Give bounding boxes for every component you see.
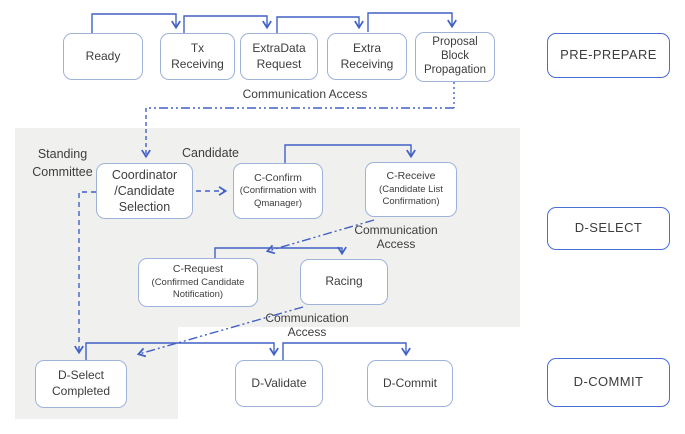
label-candidate: Candidate xyxy=(182,146,239,160)
node-racing-label: Racing xyxy=(325,274,363,289)
node-ready: Ready xyxy=(63,33,143,80)
arrow-ready-to-tx xyxy=(91,13,181,33)
node-c-receive-title: C-Receive xyxy=(386,170,436,183)
phase-pre-prepare-label: PRE-PREPARE xyxy=(560,47,657,63)
node-racing: Racing xyxy=(300,259,388,305)
node-tx-receiving-label: Tx Receiving xyxy=(171,40,224,71)
node-c-request-title: C-Request xyxy=(172,263,224,276)
phase-pre-prepare: PRE-PREPARE xyxy=(547,33,670,78)
node-proposal-block-label: Proposal Block Propagation xyxy=(423,36,487,76)
arrow-tx-to-extradata xyxy=(183,15,272,33)
node-c-confirm-title: C-Confirm xyxy=(254,171,302,184)
node-c-request: C-Request (Confirmed Candidate Notificat… xyxy=(138,258,258,307)
node-c-request-sub: (Confirmed Candidate Notification) xyxy=(151,276,245,301)
node-coordinator-candidate-selection: Coordinator /Candidate Selection xyxy=(96,163,193,219)
node-extra-receiving: Extra Receiving xyxy=(327,33,407,80)
node-tx-receiving: Tx Receiving xyxy=(160,33,235,80)
node-c-receive-sub: (Candidate List Confirmation) xyxy=(379,183,443,208)
node-coordinator-label: Coordinator /Candidate Selection xyxy=(111,167,178,215)
label-communication-access-top: Communication Access xyxy=(242,87,368,101)
phase-d-select-label: D-SELECT xyxy=(574,220,643,236)
node-ready-label: Ready xyxy=(85,48,121,63)
node-extradata-request: ExtraData Request xyxy=(240,33,318,80)
node-extradata-request-label: ExtraData Request xyxy=(252,40,306,71)
node-c-receive: C-Receive (Candidate List Confirmation) xyxy=(365,162,457,217)
node-proposal-block-propagation: Proposal Block Propagation xyxy=(415,32,495,82)
node-d-validate-label: D-Validate xyxy=(251,375,307,390)
label-communication-access-mid: Communication Access xyxy=(354,223,438,251)
phase-d-select: D-SELECT xyxy=(547,207,670,250)
arrow-dvalidate-to-dcommit xyxy=(282,342,411,360)
node-c-confirm: C-Confirm (Confirmation with Qmanager) xyxy=(233,163,323,219)
d-select-stage-panel xyxy=(15,128,520,327)
node-d-commit: D-Commit xyxy=(367,360,453,407)
arrow-extra-to-proposal xyxy=(367,12,457,32)
phase-d-commit-label: D-COMMIT xyxy=(573,374,644,390)
node-d-select-completed: D-Select Completed xyxy=(35,360,127,408)
node-extra-receiving-label: Extra Receiving xyxy=(340,40,394,71)
label-standing-committee: Standing Committee xyxy=(32,147,93,179)
node-d-select-completed-label: D-Select Completed xyxy=(51,368,111,398)
label-communication-access-bottom: Communication Access xyxy=(265,311,349,339)
phase-d-commit: D-COMMIT xyxy=(547,358,670,407)
node-c-confirm-sub: (Confirmation with Qmanager) xyxy=(239,185,317,209)
node-d-commit-label: D-Commit xyxy=(383,375,437,390)
arrow-extradata-to-extra xyxy=(276,16,364,33)
node-d-validate: D-Validate xyxy=(235,360,323,407)
